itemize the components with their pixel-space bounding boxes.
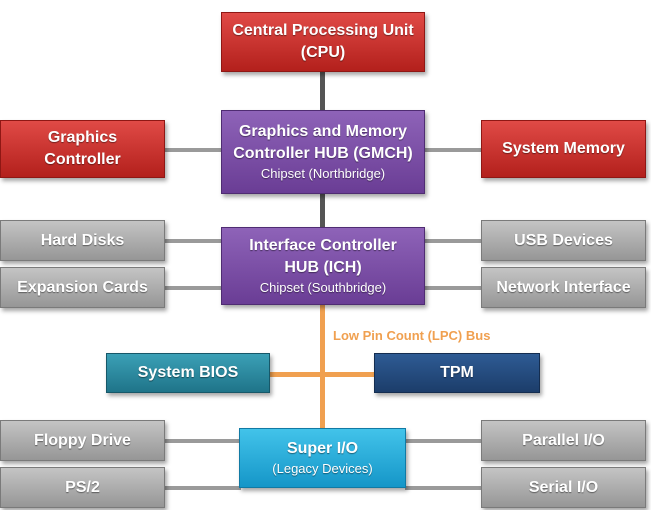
gmch-ich-link bbox=[320, 194, 325, 227]
cpu-box: Central Processing Unit (CPU) bbox=[221, 12, 425, 72]
gmch-line2: Controller HUB (GMCH) bbox=[233, 145, 413, 162]
superio-sub: (Legacy Devices) bbox=[272, 461, 373, 476]
network-interface-box: Network Interface bbox=[481, 267, 646, 308]
usb-devices-box: USB Devices bbox=[481, 220, 646, 261]
network-label: Network Interface bbox=[496, 278, 631, 296]
hard-disks-box: Hard Disks bbox=[0, 220, 165, 261]
superio-title: Super I/O bbox=[286, 440, 359, 457]
ich-box: Interface Controller HUB (ICH) Chipset (… bbox=[221, 227, 425, 305]
superio-serial-link bbox=[405, 486, 483, 490]
ich-sub: Chipset (Southbridge) bbox=[259, 280, 387, 295]
system-memory-box: System Memory bbox=[481, 120, 646, 178]
serial-label: Serial I/O bbox=[528, 478, 599, 496]
ich-network-link bbox=[425, 286, 483, 290]
cpu-title: Central Processing Unit bbox=[232, 22, 414, 39]
ich-line1: Interface Controller bbox=[249, 237, 397, 254]
system-bios-box: System BIOS bbox=[106, 353, 270, 393]
ich-usb-link bbox=[425, 239, 483, 243]
memory-label: System Memory bbox=[502, 140, 625, 157]
bios-label: System BIOS bbox=[137, 364, 239, 381]
graphics-controller-box: Graphics Controller bbox=[0, 120, 165, 178]
floppy-label: Floppy Drive bbox=[34, 431, 131, 449]
parallel-io-box: Parallel I/O bbox=[481, 420, 646, 461]
floppy-superio-link bbox=[165, 439, 241, 443]
super-io-box: Super I/O (Legacy Devices) bbox=[239, 428, 406, 488]
gmch-memory-link bbox=[415, 148, 483, 152]
harddisks-ich-link bbox=[165, 239, 222, 243]
expansion-ich-link bbox=[165, 286, 222, 290]
floppy-drive-box: Floppy Drive bbox=[0, 420, 165, 461]
gmch-box: Graphics and Memory Controller HUB (GMCH… bbox=[221, 110, 425, 194]
parallel-label: Parallel I/O bbox=[522, 431, 605, 449]
graphics-gmch-link bbox=[165, 148, 222, 152]
lpc-bus-vertical bbox=[320, 305, 325, 429]
gmch-line1: Graphics and Memory bbox=[238, 123, 408, 140]
tpm-box: TPM bbox=[374, 353, 540, 393]
serial-io-box: Serial I/O bbox=[481, 467, 646, 508]
lpc-bus-horizontal bbox=[270, 372, 376, 377]
superio-parallel-link bbox=[405, 439, 483, 443]
expansion-label: Expansion Cards bbox=[17, 278, 148, 296]
gmch-sub: Chipset (Northbridge) bbox=[260, 166, 386, 181]
graphics-line2: Controller bbox=[44, 151, 121, 168]
cpu-gmch-link bbox=[320, 72, 325, 110]
usb-label: USB Devices bbox=[514, 231, 613, 249]
hard-disks-label: Hard Disks bbox=[40, 231, 125, 249]
ps2-box: PS/2 bbox=[0, 467, 165, 508]
ps2-label: PS/2 bbox=[65, 478, 100, 496]
cpu-subtitle: (CPU) bbox=[300, 44, 346, 61]
tpm-label: TPM bbox=[440, 364, 474, 381]
ich-line2: HUB (ICH) bbox=[284, 259, 362, 276]
expansion-cards-box: Expansion Cards bbox=[0, 267, 165, 308]
graphics-line1: Graphics bbox=[47, 129, 118, 146]
ps2-superio-link bbox=[165, 486, 241, 490]
lpc-bus-label: Low Pin Count (LPC) Bus bbox=[333, 328, 491, 343]
